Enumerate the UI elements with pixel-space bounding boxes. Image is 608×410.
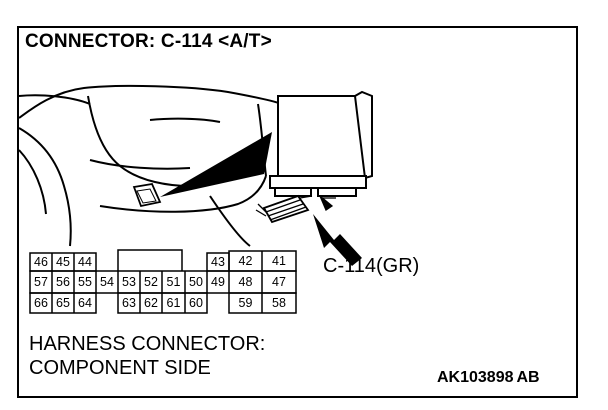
connector-callout-label: C-114(GR) (323, 255, 420, 277)
caption-line-1: HARNESS CONNECTOR: (29, 333, 266, 355)
pin-47: 47 (272, 275, 286, 289)
dashboard-connector-box (132, 182, 162, 208)
caption-line-2: COMPONENT SIDE (29, 357, 211, 379)
harness-caption: HARNESS CONNECTOR: COMPONENT SIDE (29, 332, 265, 380)
pin-41: 41 (272, 254, 286, 268)
pin-46: 46 (34, 255, 48, 269)
pin-50: 50 (189, 275, 203, 289)
reference-code-main: AK103898 (437, 369, 514, 386)
pin-59: 59 (238, 296, 253, 310)
pin-44: 44 (78, 255, 92, 269)
pin-45: 45 (56, 255, 70, 269)
pin-66: 66 (34, 296, 48, 310)
diagram-frame (17, 26, 578, 398)
callout-arrow (313, 214, 362, 266)
pin-56: 56 (56, 275, 70, 289)
pin-60: 60 (189, 296, 203, 310)
pin-48: 48 (238, 275, 253, 289)
reference-code-suffix: AB (516, 369, 540, 386)
zoom-wedge (160, 132, 272, 197)
pin-54: 54 (100, 275, 114, 289)
pin-64: 64 (78, 296, 92, 310)
harness-plug (255, 194, 336, 224)
pin-43: 43 (211, 255, 225, 269)
pin-63: 63 (122, 296, 136, 310)
control-unit (269, 90, 373, 197)
pin-65: 65 (56, 296, 70, 310)
connector-title: CONNECTOR: C-114 <A/T> (25, 31, 272, 52)
pin-58: 58 (272, 296, 286, 310)
pin-49: 49 (211, 275, 225, 289)
pin-52: 52 (144, 275, 158, 289)
pin-62: 62 (144, 296, 158, 310)
pin-53: 53 (122, 275, 136, 289)
pin-61: 61 (166, 296, 181, 310)
pin-57: 57 (34, 275, 48, 289)
pin-grid (29, 249, 297, 314)
pin-55: 55 (78, 275, 92, 289)
pin-51: 51 (166, 275, 181, 289)
dashboard-outline (18, 84, 283, 247)
pin-42: 42 (238, 254, 253, 268)
